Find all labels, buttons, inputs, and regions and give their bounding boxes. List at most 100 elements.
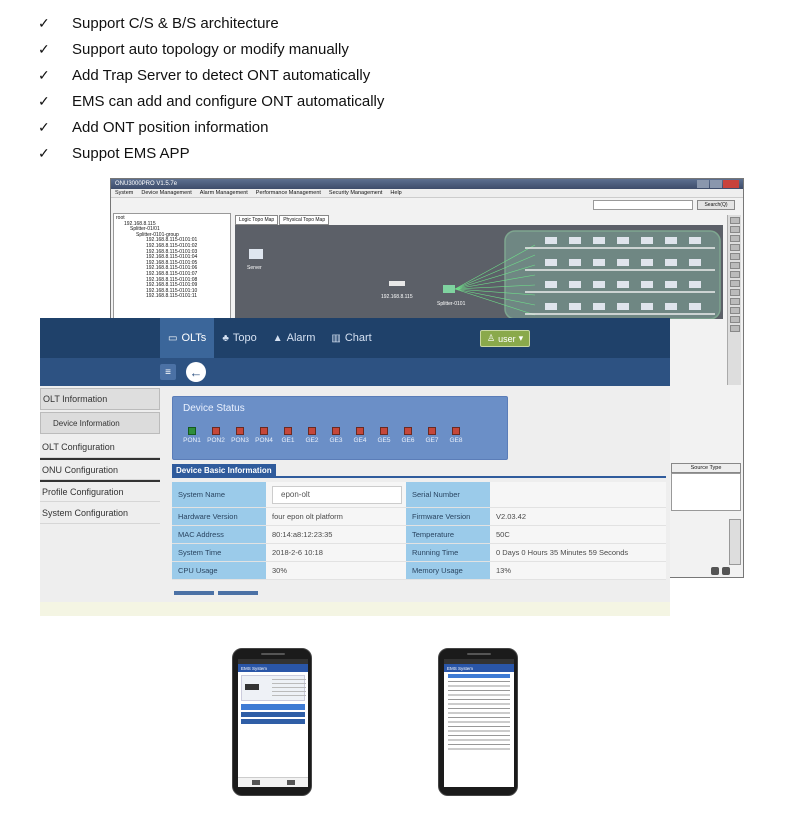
topology-canvas[interactable]: Server 192.168.8.115 Splitter-0101 bbox=[235, 225, 723, 319]
port-ge7[interactable]: GE7 bbox=[421, 427, 443, 444]
tree-node[interactable]: 192.168.8.115-0101:10 bbox=[146, 287, 198, 294]
tab-physical-topo-map[interactable]: Physical Topo Map bbox=[279, 215, 330, 225]
port-ge1[interactable]: GE1 bbox=[277, 427, 299, 444]
tab-label: OLTs bbox=[181, 332, 207, 344]
list-item[interactable] bbox=[241, 719, 305, 724]
phone-speaker bbox=[261, 653, 285, 655]
grid-icon[interactable] bbox=[729, 271, 740, 278]
sub-toolbar: ≡ ← bbox=[40, 358, 670, 386]
phone-screen: EMS System bbox=[238, 659, 308, 787]
list-item[interactable] bbox=[241, 712, 305, 717]
tree-node[interactable]: 192.168.8.115-0101:06 bbox=[146, 265, 198, 272]
sidebar-item-olt-information[interactable]: OLT Information bbox=[40, 388, 160, 410]
tree-node[interactable]: 192.168.8.115 bbox=[124, 220, 156, 227]
table-row: Hardware Version four epon olt platform … bbox=[172, 508, 666, 526]
settings-icon[interactable] bbox=[729, 316, 740, 323]
sidebar-item-onu-configuration[interactable]: ONU Configuration bbox=[40, 458, 160, 480]
table-row: System Time 2018-2-6 10:18 Running Time … bbox=[172, 544, 666, 562]
minimize-icon[interactable] bbox=[697, 180, 709, 188]
ems-search-input[interactable] bbox=[593, 200, 693, 210]
port-ge2[interactable]: GE2 bbox=[301, 427, 323, 444]
close-icon[interactable] bbox=[723, 180, 739, 188]
tree-node[interactable]: 192.168.8.115-0101:04 bbox=[146, 254, 198, 261]
device-card[interactable] bbox=[241, 675, 306, 701]
tab-olts[interactable]: ▭ OLTs bbox=[160, 318, 215, 358]
port-ge3[interactable]: GE3 bbox=[325, 427, 347, 444]
print-icon[interactable] bbox=[729, 289, 740, 296]
tree-node[interactable]: 192.168.8.115-0101:11 bbox=[146, 293, 197, 300]
serial-number-value bbox=[490, 482, 666, 507]
port-pon3[interactable]: PON3 bbox=[229, 427, 251, 444]
port-ge8[interactable]: GE8 bbox=[445, 427, 467, 444]
export-icon[interactable] bbox=[729, 298, 740, 305]
topology-links bbox=[454, 244, 536, 316]
link-icon[interactable] bbox=[729, 325, 740, 332]
onu-list[interactable] bbox=[448, 681, 510, 753]
app-title: EMS System bbox=[238, 664, 308, 672]
port-icon bbox=[236, 427, 244, 435]
system-name-input[interactable]: epon-olt bbox=[272, 485, 402, 504]
sidebar-item-device-information[interactable]: Device Information bbox=[40, 412, 160, 434]
menu-help[interactable]: Help bbox=[390, 190, 402, 196]
port-pon2[interactable]: PON2 bbox=[205, 427, 227, 444]
phone-speaker bbox=[467, 653, 491, 655]
tab-label: Topo bbox=[232, 332, 257, 344]
page-footer bbox=[40, 602, 670, 616]
save-icon[interactable] bbox=[729, 280, 740, 287]
port-icon bbox=[308, 427, 316, 435]
tree-node[interactable]: 192.168.8.115-0101:03 bbox=[146, 248, 198, 255]
tree-node[interactable]: 192.168.8.115-0101:02 bbox=[146, 242, 198, 249]
ems-search-button[interactable]: Search(Q) bbox=[697, 200, 735, 210]
temperature-label: Temperature bbox=[406, 526, 490, 543]
port-ge6[interactable]: GE6 bbox=[397, 427, 419, 444]
menu-security-management[interactable]: Security Management bbox=[328, 190, 383, 196]
warning-icon: ▲ bbox=[272, 332, 283, 344]
source-type-header[interactable]: Source Type bbox=[671, 463, 741, 473]
pointer-tool-icon[interactable] bbox=[729, 217, 740, 224]
tab-topo[interactable]: ♣ Topo bbox=[214, 318, 264, 358]
device-tree: root 192.168.8.115 Splitter-01/01 Splitt… bbox=[113, 213, 231, 319]
refresh-button[interactable] bbox=[218, 591, 258, 595]
tree-node[interactable]: 192.168.8.115-0101:09 bbox=[146, 282, 198, 289]
list-icon[interactable] bbox=[286, 780, 295, 785]
menu-toggle-button[interactable]: ≡ bbox=[160, 364, 176, 380]
tab-strip[interactable] bbox=[241, 704, 305, 710]
cpu-usage-label: CPU Usage bbox=[172, 562, 266, 579]
tree-node[interactable]: Splitter-01/01 bbox=[130, 226, 160, 233]
tree-node[interactable]: 192.168.8.115-0101:05 bbox=[146, 259, 198, 266]
menu-device-management[interactable]: Device Management bbox=[141, 190, 192, 196]
user-menu-button[interactable]: ♙ user ▾ bbox=[480, 330, 531, 347]
menu-alarm-management[interactable]: Alarm Management bbox=[199, 190, 248, 196]
port-ge4[interactable]: GE4 bbox=[349, 427, 371, 444]
zoom-out-icon[interactable] bbox=[729, 235, 740, 242]
tree-node[interactable]: Splitter-0101-group bbox=[136, 231, 179, 238]
sidebar-item-olt-configuration[interactable]: OLT Configuration bbox=[40, 436, 160, 458]
tree-node[interactable]: root bbox=[116, 215, 125, 221]
tab-chart[interactable]: ▥ Chart bbox=[323, 318, 379, 358]
port-label: GE2 bbox=[305, 437, 319, 444]
port-pon1[interactable]: PON1 bbox=[181, 427, 203, 444]
menu-performance-management[interactable]: Performance Management bbox=[255, 190, 321, 196]
back-button[interactable]: ← bbox=[186, 362, 206, 382]
port-pon4[interactable]: PON4 bbox=[253, 427, 275, 444]
refresh-icon[interactable] bbox=[729, 262, 740, 269]
tree-node[interactable]: 192.168.8.115-0101:08 bbox=[146, 276, 198, 283]
tree-node[interactable]: 192.168.8.115-0101:01 bbox=[146, 237, 198, 244]
sidebar-item-system-configuration[interactable]: System Configuration bbox=[40, 502, 160, 524]
filter-icon[interactable] bbox=[729, 307, 740, 314]
sidebar-item-profile-configuration[interactable]: Profile Configuration bbox=[40, 480, 160, 502]
tree-node[interactable]: 192.168.8.115-0101:07 bbox=[146, 270, 198, 277]
layout-icon[interactable] bbox=[729, 253, 740, 260]
web-management-ui: ▭ OLTs ♣ Topo ▲ Alarm ▥ Chart ♙ user ▾ ≡… bbox=[40, 318, 670, 616]
tab-alarm[interactable]: ▲ Alarm bbox=[265, 318, 324, 358]
scrollbar[interactable] bbox=[729, 519, 741, 565]
port-ge5[interactable]: GE5 bbox=[373, 427, 395, 444]
home-icon[interactable] bbox=[251, 780, 260, 785]
feature-text: EMS can add and configure ONT automatica… bbox=[72, 92, 385, 110]
maximize-icon[interactable] bbox=[710, 180, 722, 188]
apply-button[interactable] bbox=[174, 591, 214, 595]
menu-system[interactable]: System bbox=[115, 190, 134, 196]
tab-logic-topo-map[interactable]: Logic Topo Map bbox=[235, 215, 279, 225]
fit-view-icon[interactable] bbox=[729, 244, 740, 251]
zoom-in-icon[interactable] bbox=[729, 226, 740, 233]
